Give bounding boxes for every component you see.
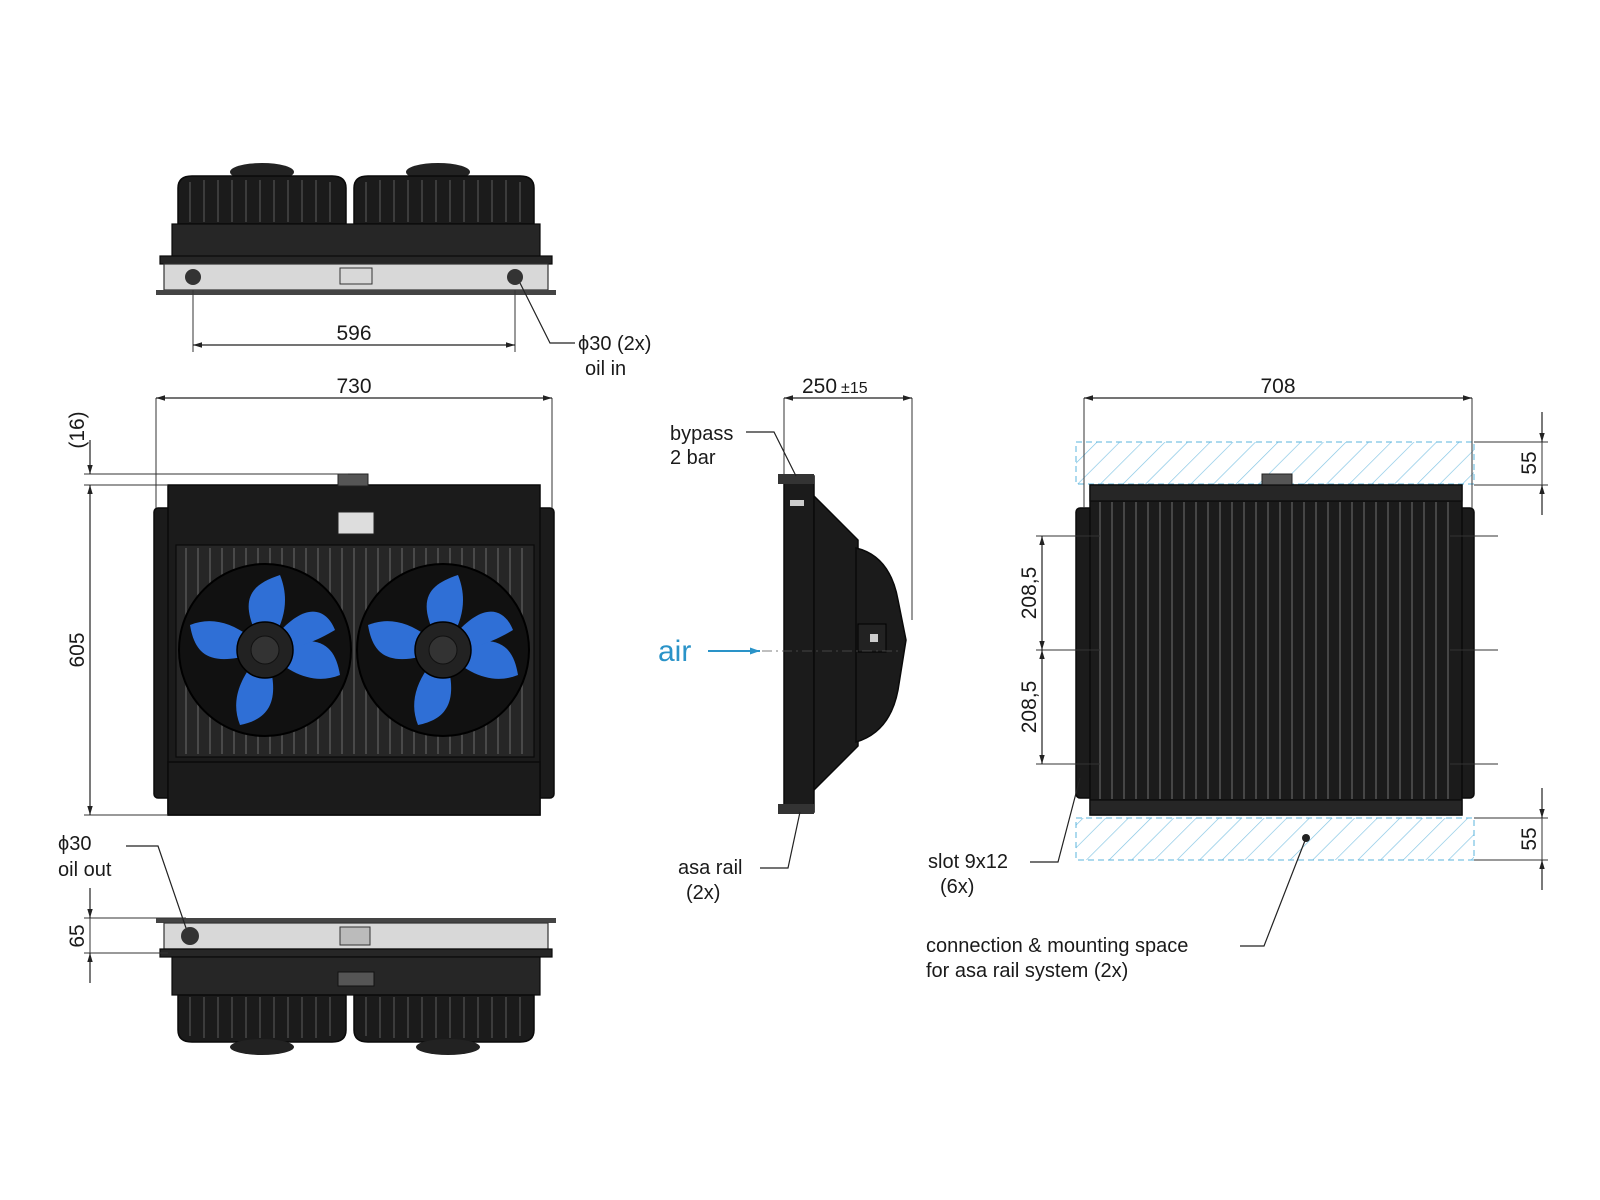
airflow-label: air (658, 635, 691, 668)
top-view-hole-spacing: 596 (336, 322, 371, 345)
front-view: 730 605 (16) (66, 375, 555, 816)
bypass-pressure: 2 bar (670, 447, 716, 469)
top-view-fan-housing (177, 163, 535, 225)
side-view-shroud (813, 494, 859, 792)
top-view: 596 ϕ30 (2x) oil in (156, 163, 651, 380)
slot-count: (6x) (940, 876, 974, 898)
front-view-height: 605 (66, 632, 89, 667)
oil-in-diameter: ϕ30 (2x) (578, 333, 651, 355)
slot-label: slot 9x12 (928, 851, 1008, 873)
side-view-depth-value: 250 (802, 375, 837, 398)
bottom-view: ϕ30 oil out 65 (58, 833, 556, 1055)
oil-in-leader (519, 282, 575, 344)
rear-view: 708 208,5 208,5 55 55 slot 9x12 (6x) con… (926, 375, 1548, 982)
side-view-depth-tolerance: ±15 (841, 380, 868, 397)
slot-pitch-upper: 208,5 (1018, 567, 1041, 620)
top-view-frame (171, 223, 541, 261)
oil-out-label: oil out (58, 859, 112, 881)
front-view-width: 730 (336, 375, 371, 398)
oil-out-leader (126, 845, 187, 929)
rear-view-core (1089, 484, 1463, 816)
bottom-view-depth: 65 (66, 924, 89, 947)
front-view-fan-left (178, 563, 352, 737)
asa-rail-leader (760, 811, 801, 869)
bypass-label: bypass (670, 423, 733, 445)
slot-pitch-lower: 208,5 (1018, 681, 1041, 734)
front-view-top-offset: (16) (66, 411, 89, 448)
top-view-port-left (185, 269, 201, 285)
mounting-space-label-2: for asa rail system (2x) (926, 960, 1128, 982)
rear-view-slots (1036, 535, 1498, 765)
bottom-view-fan-housing (177, 994, 535, 1055)
mounting-space-bottom (1075, 817, 1475, 861)
mounting-space-label: connection & mounting space (926, 935, 1188, 957)
asa-rail-label: asa rail (678, 857, 742, 879)
top-view-port-right (507, 269, 523, 285)
bypass-leader (746, 431, 797, 477)
mounting-space-top-height: 55 (1518, 451, 1541, 474)
rear-view-fins (1099, 502, 1449, 799)
side-view-depth: 250±15 (802, 375, 868, 398)
asa-rail-count: (2x) (686, 882, 720, 904)
slot-leader (1030, 777, 1081, 863)
front-view-nameplate (337, 511, 375, 535)
bottom-view-port (181, 927, 199, 945)
oil-out-diameter: ϕ30 (58, 833, 91, 855)
mounting-space-leader (1240, 837, 1307, 947)
front-view-fan-right (356, 563, 530, 737)
side-view-core (783, 475, 815, 813)
oil-in-label: oil in (585, 358, 626, 380)
side-view: 250±15 bypass 2 bar air asa rail (2x) (658, 375, 913, 904)
rear-view-width: 708 (1260, 375, 1295, 398)
mounting-space-bottom-height: 55 (1518, 827, 1541, 850)
